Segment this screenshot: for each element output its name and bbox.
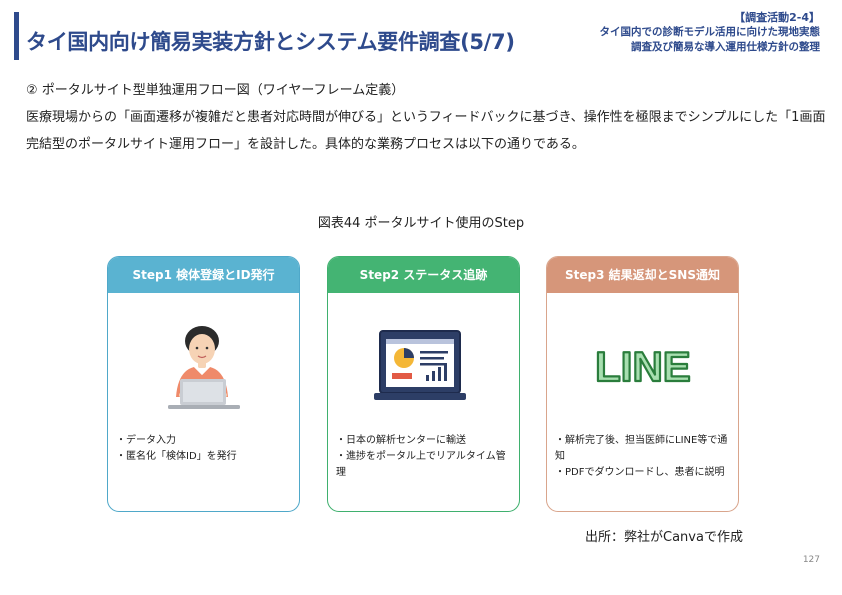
- step-card-1-title: Step1 検体登録とID発行: [108, 257, 299, 293]
- list-item: ・進捗をポータル上でリアルタイム管理: [336, 451, 506, 478]
- activity-line-2: 調査及び簡易な導入運用仕様方針の整理: [631, 41, 820, 53]
- activity-tag: 【調査活動2-4】: [734, 11, 820, 24]
- list-item: ・データ入力: [116, 435, 176, 446]
- step-card-2-items: ・日本の解析センターに輸送 ・進捗をポータル上でリアルタイム管理: [336, 433, 511, 481]
- page-number: 127: [802, 555, 820, 565]
- line-logo-text: LINE: [595, 343, 691, 390]
- list-item: ・解析完了後、担当医師にLINE等で通知: [555, 435, 728, 462]
- list-item: ・PDFでダウンロードし、患者に説明: [555, 467, 725, 478]
- step-card-2-title: Step2 ステータス追跡: [328, 257, 519, 293]
- step-card-1: Step1 検体登録とID発行 ・データ入力 ・匿名化「検体ID」: [107, 256, 300, 512]
- step-card-2: Step2 ステータス追跡 ・日本の解析センターに輸送 ・進捗をポ: [327, 256, 520, 512]
- list-item: ・日本の解析センターに輸送: [336, 435, 466, 446]
- activity-label: 【調査活動2-4】 タイ国内での診断モデル活用に向けた現地実態 調査及び簡易な導…: [600, 10, 821, 55]
- step-card-1-items: ・データ入力 ・匿名化「検体ID」を発行: [116, 433, 291, 465]
- figure-caption: 図表44 ポータルサイト使用のStep: [317, 216, 525, 231]
- source-note: 出所：弊社がCanvaで作成: [585, 530, 743, 545]
- section-subtitle: ② ポータルサイト型単独運用フロー図（ワイヤーフレーム定義）: [26, 83, 405, 98]
- step-card-3: Step3 結果返却とSNS通知 LINE ・解析完了後、担当医師にLINE等で…: [546, 256, 739, 512]
- activity-line-1: タイ国内での診断モデル活用に向けた現地実態: [599, 26, 821, 38]
- person-laptop-icon: [108, 307, 299, 427]
- title-accent-bar: [14, 12, 19, 60]
- step-card-3-title: Step3 結果返却とSNS通知: [547, 257, 738, 293]
- list-item: ・匿名化「検体ID」を発行: [116, 451, 237, 462]
- body-paragraph: 医療現場からの「画面遷移が複雑だと患者対応時間が伸びる」というフィードバックに基…: [26, 110, 826, 152]
- line-logo-icon: LINE: [547, 307, 738, 427]
- page-title: タイ国内向け簡易実装方針とシステム要件調査(5/7): [26, 30, 515, 54]
- monitor-dashboard-icon: [328, 307, 519, 427]
- step-card-3-items: ・解析完了後、担当医師にLINE等で通知 ・PDFでダウンロードし、患者に説明: [555, 433, 730, 481]
